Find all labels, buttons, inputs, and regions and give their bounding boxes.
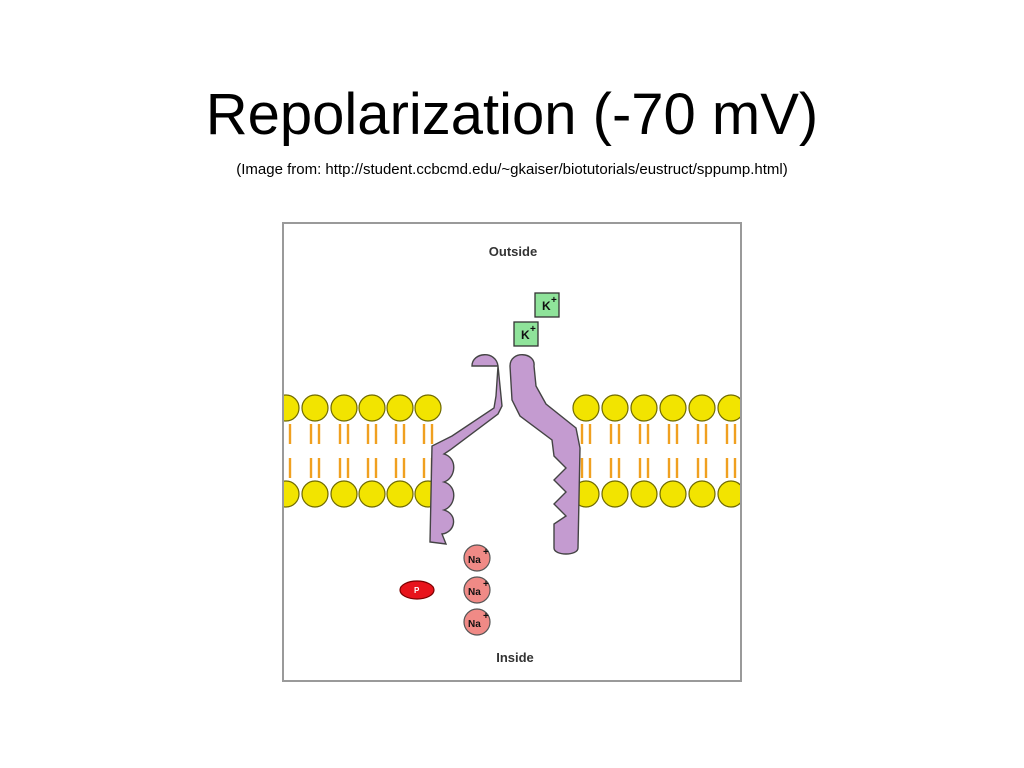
lipid-head-outer-7	[572, 394, 600, 422]
lipid-heads	[284, 394, 740, 508]
lipid-head-inner-1	[284, 480, 300, 508]
lipid-head-outer-5	[386, 394, 414, 422]
pump-protein-left-half	[429, 354, 503, 545]
lipid-head-inner-9	[630, 480, 658, 508]
lipid-head-outer-1	[284, 394, 300, 422]
svg-text:K: K	[521, 328, 530, 342]
svg-text:K: K	[542, 299, 551, 313]
pump-protein-right-half	[509, 354, 581, 555]
lipid-head-inner-3	[330, 480, 358, 508]
lipid-head-inner-4	[358, 480, 386, 508]
lipid-head-outer-11	[688, 394, 716, 422]
na-ion-2: Na +	[463, 576, 491, 604]
na-ion-1: Na +	[463, 544, 491, 572]
lipid-head-inner-2	[301, 480, 329, 508]
svg-text:Na: Na	[468, 587, 481, 598]
membrane-diagram-svg: K + K + Na + Na + Na + P Out	[284, 244, 740, 665]
lipid-head-outer-2	[301, 394, 329, 422]
outside-label: Outside	[489, 244, 537, 259]
lipid-head-inner-10	[659, 480, 687, 508]
lipid-head-outer-4	[358, 394, 386, 422]
k-ion-top: K +	[534, 292, 560, 318]
lipid-head-inner-11	[688, 480, 716, 508]
svg-text:+: +	[483, 547, 489, 558]
phosphate-group: P	[399, 580, 435, 600]
svg-text:+: +	[530, 324, 536, 335]
svg-text:Na: Na	[468, 555, 481, 566]
svg-text:P: P	[414, 586, 420, 595]
na-ion-3: Na +	[463, 608, 491, 636]
lipid-head-outer-9	[630, 394, 658, 422]
k-ion-lower: K +	[513, 321, 539, 347]
lipid-head-inner-8	[601, 480, 629, 508]
slide-title: Repolarization (-70 mV)	[205, 82, 819, 147]
lipid-tails	[288, 424, 737, 478]
image-source-caption: (Image from: http://student.ccbcmd.edu/~…	[236, 161, 788, 178]
svg-text:+: +	[551, 295, 557, 306]
lipid-head-outer-8	[601, 394, 629, 422]
lipid-head-outer-3	[330, 394, 358, 422]
svg-text:+: +	[483, 611, 489, 622]
sodium-potassium-pump-diagram: K + K + Na + Na + Na + P Out	[282, 222, 742, 682]
lipid-head-inner-5	[386, 480, 414, 508]
lipid-head-outer-10	[659, 394, 687, 422]
lipid-head-outer-6	[414, 394, 442, 422]
lipid-head-outer-12	[717, 394, 740, 422]
svg-text:+: +	[483, 579, 489, 590]
lipid-head-inner-12	[717, 480, 740, 508]
svg-text:Na: Na	[468, 619, 481, 630]
inside-label: Inside	[496, 650, 534, 665]
